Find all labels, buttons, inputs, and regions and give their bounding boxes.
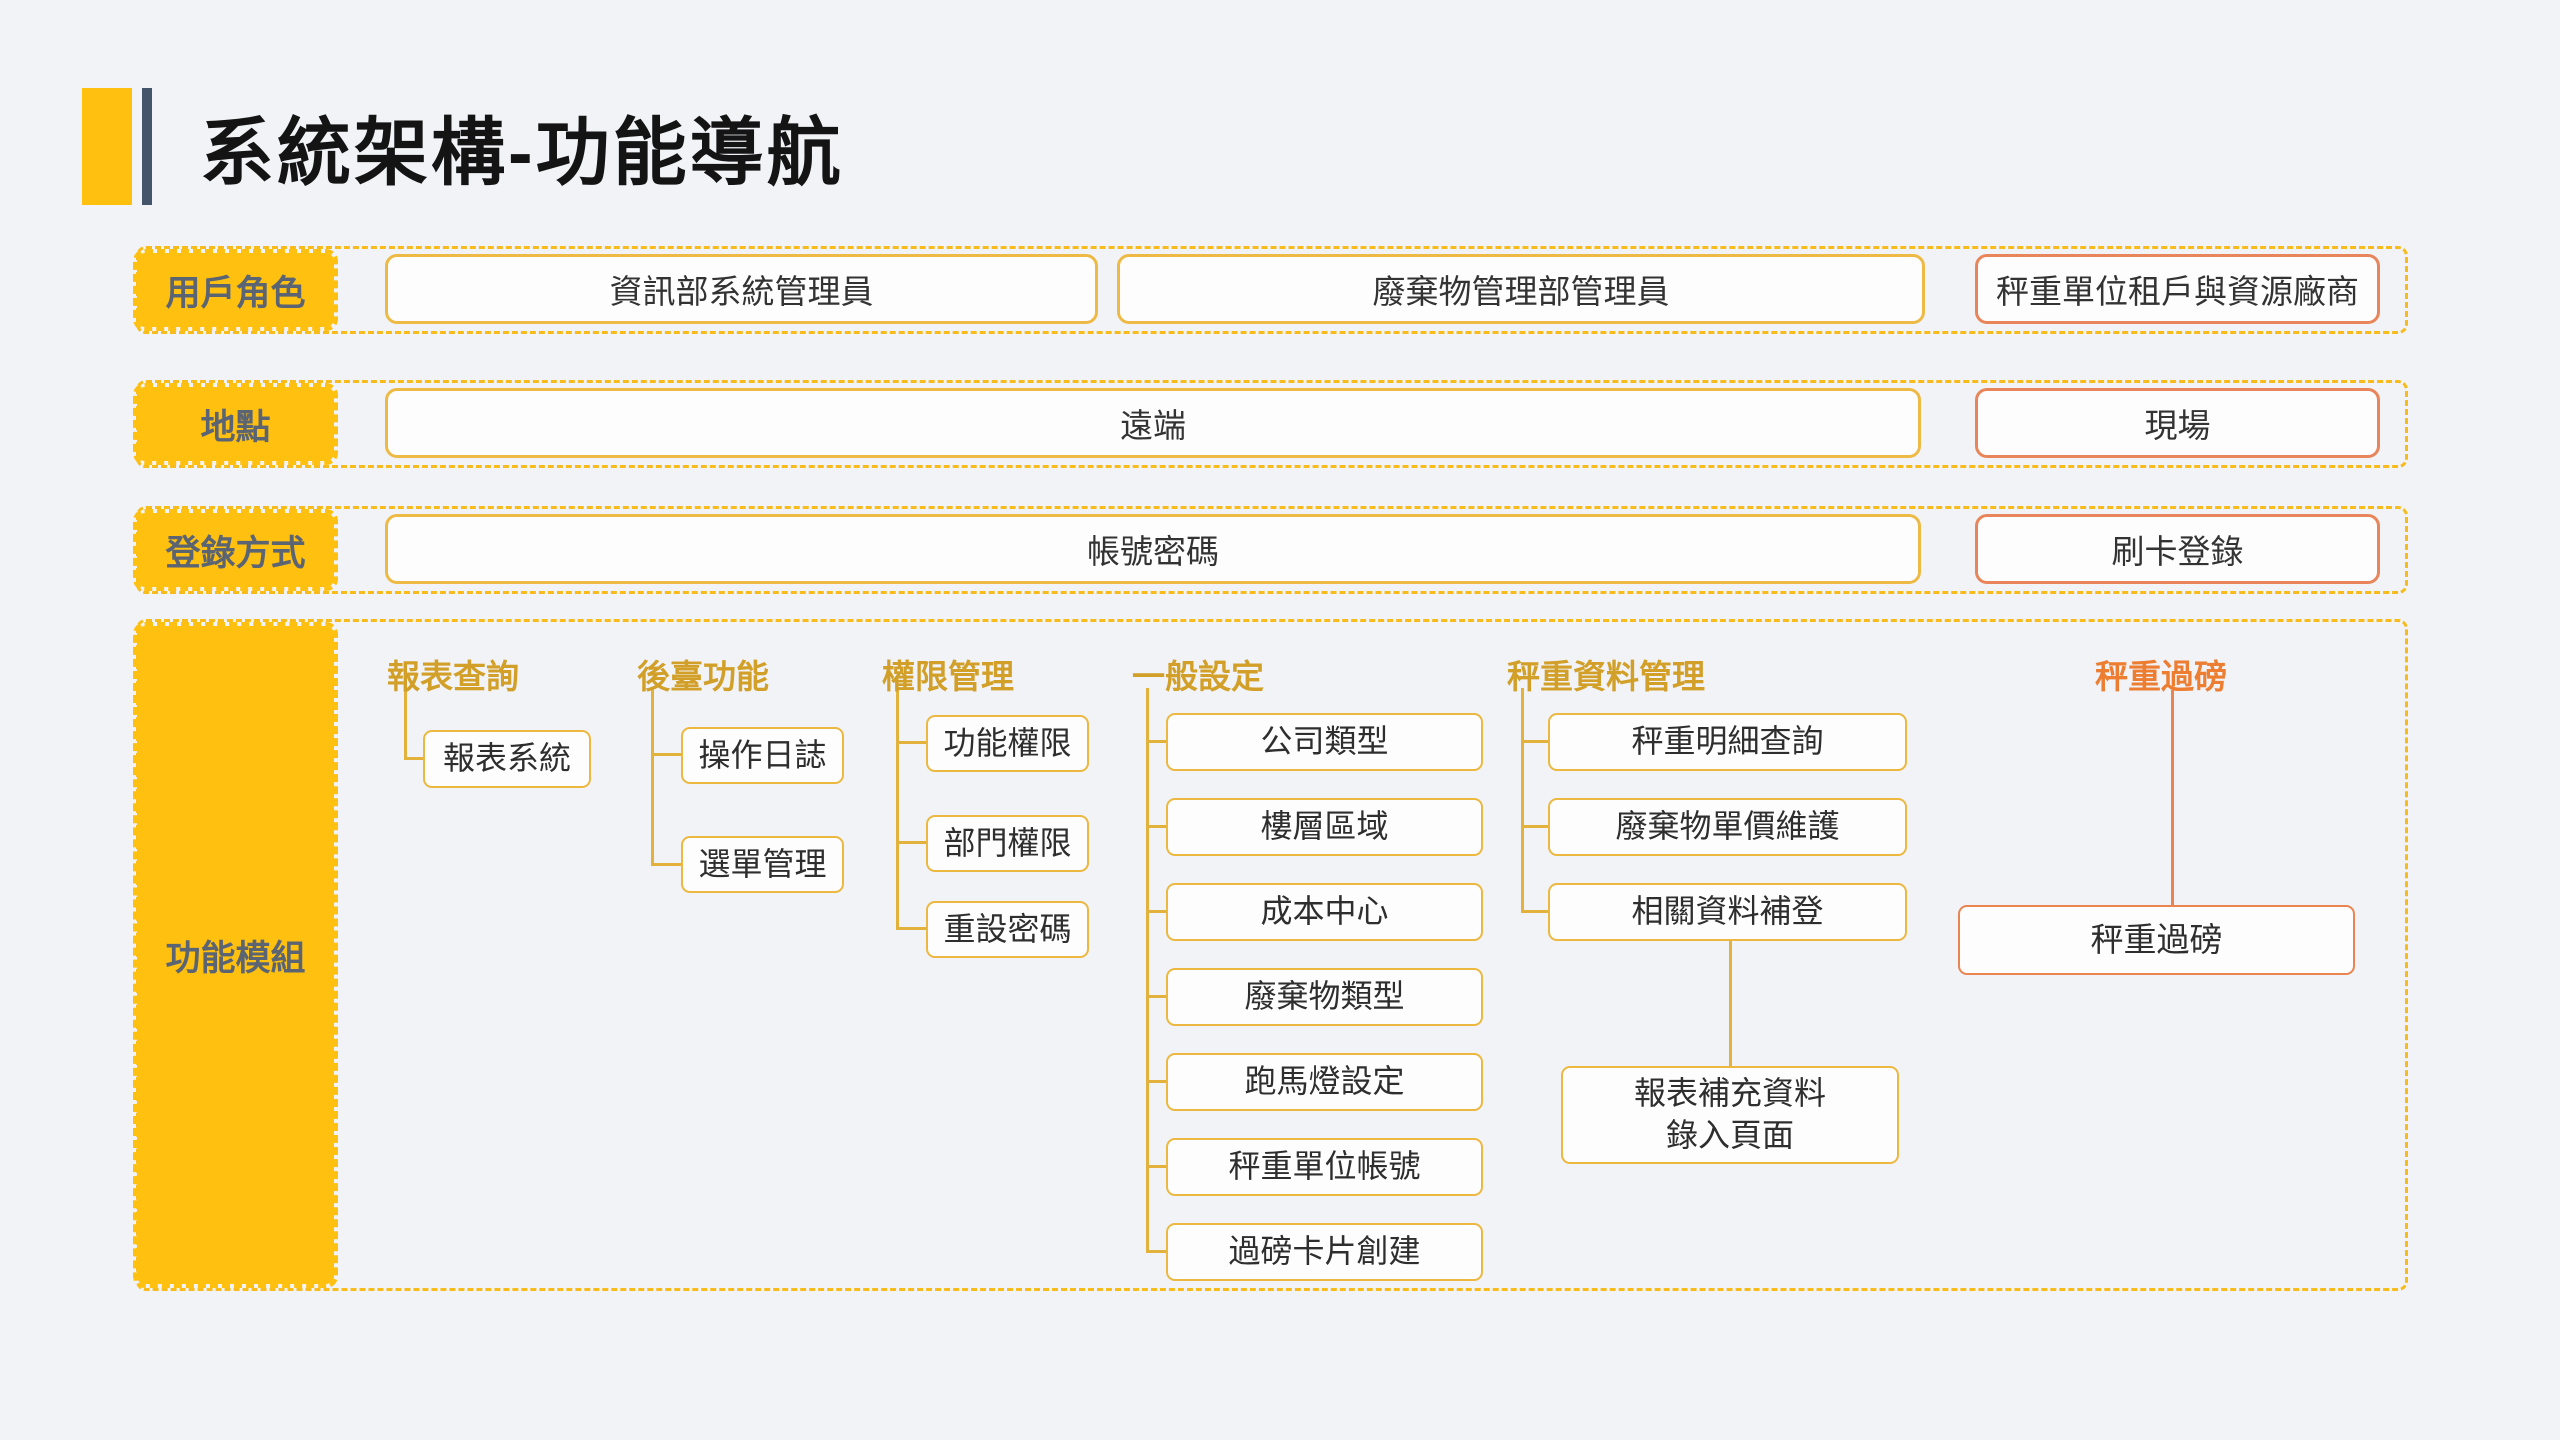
connector-line — [1146, 688, 1149, 1252]
connector-line — [2171, 690, 2174, 905]
column-heading-weighbridge: 秤重過磅 — [2095, 658, 2227, 695]
modules-label: 功能模組 — [133, 622, 338, 1288]
role-box-waste-admin: 廢棄物管理部管理員 — [1117, 254, 1925, 324]
connector-line — [1521, 740, 1548, 743]
connector-line — [896, 688, 899, 930]
location-box-onsite: 現場 — [1975, 388, 2380, 458]
login-box-password: 帳號密碼 — [385, 514, 1921, 584]
column-heading-weighing-data: 秤重資料管理 — [1507, 658, 1705, 695]
connector-line — [1521, 910, 1548, 913]
connector-line — [1521, 688, 1524, 912]
column-heading-reports: 報表查詢 — [387, 658, 519, 695]
tree-box-weighing-detail-query: 秤重明細查詢 — [1548, 713, 1907, 771]
connector-line — [404, 757, 425, 760]
report-supplement-line1: 報表補充資料 — [1633, 1075, 1826, 1112]
tree-box-weighbridge-card-creation: 過磅卡片創建 — [1166, 1223, 1483, 1281]
connector-line — [1146, 995, 1166, 998]
connector-line — [1146, 910, 1166, 913]
report-supplement-line2: 錄入頁面 — [1665, 1117, 1794, 1153]
connector-line — [651, 688, 654, 866]
page-title: 系統架構-功能導航 — [200, 111, 844, 194]
connector-line — [896, 927, 926, 930]
tree-box-menu-management: 選單管理 — [681, 836, 844, 893]
connector-line — [404, 688, 407, 760]
title-accent-block — [82, 88, 132, 205]
connector-line — [1146, 1250, 1166, 1253]
column-heading-permissions: 權限管理 — [882, 658, 1014, 695]
tree-box-report-system: 報表系統 — [423, 730, 591, 788]
role-box-tenant-vendor: 秤重單位租戶與資源廠商 — [1975, 254, 2380, 324]
tree-box-waste-unit-price: 廢棄物單價維護 — [1548, 798, 1907, 856]
connector-line — [1146, 1080, 1166, 1083]
tree-box-waste-type: 廢棄物類型 — [1166, 968, 1483, 1026]
tree-box-company-type: 公司類型 — [1166, 713, 1483, 771]
title-accent-line — [142, 88, 152, 205]
role-box-it-admin: 資訊部系統管理員 — [385, 254, 1098, 324]
column-heading-backend: 後臺功能 — [637, 658, 769, 695]
connector-line — [1146, 1165, 1166, 1168]
connector-line — [1729, 941, 1732, 1066]
connector-line — [1521, 825, 1548, 828]
row-label-login: 登錄方式 — [133, 509, 338, 591]
connector-line — [1146, 825, 1166, 828]
tree-box-reset-password: 重設密碼 — [926, 901, 1089, 958]
tree-box-operation-log: 操作日誌 — [681, 727, 844, 784]
tree-box-cost-center: 成本中心 — [1166, 883, 1483, 941]
connector-line — [651, 753, 681, 756]
connector-line — [896, 741, 926, 744]
tree-box-related-data-supplement: 相關資料補登 — [1548, 883, 1907, 941]
tree-box-department-permission: 部門權限 — [926, 815, 1089, 872]
row-label-location: 地點 — [133, 383, 338, 465]
connector-line — [651, 863, 681, 866]
location-box-remote: 遠端 — [385, 388, 1921, 458]
connector-line — [1146, 740, 1166, 743]
tree-box-floor-area: 樓層區域 — [1166, 798, 1483, 856]
tree-box-weighbridge: 秤重過磅 — [1958, 905, 2355, 975]
login-box-card: 刷卡登錄 — [1975, 514, 2380, 584]
column-heading-general-settings: 一般設定 — [1132, 658, 1264, 695]
tree-box-weighing-unit-account: 秤重單位帳號 — [1166, 1138, 1483, 1196]
tree-box-function-permission: 功能權限 — [926, 715, 1089, 772]
connector-line — [896, 841, 926, 844]
tree-box-report-supplement-page: 報表補充資料 錄入頁面 — [1561, 1066, 1899, 1164]
tree-box-marquee-setting: 跑馬燈設定 — [1166, 1053, 1483, 1111]
row-label-user-roles: 用戶角色 — [133, 249, 338, 331]
